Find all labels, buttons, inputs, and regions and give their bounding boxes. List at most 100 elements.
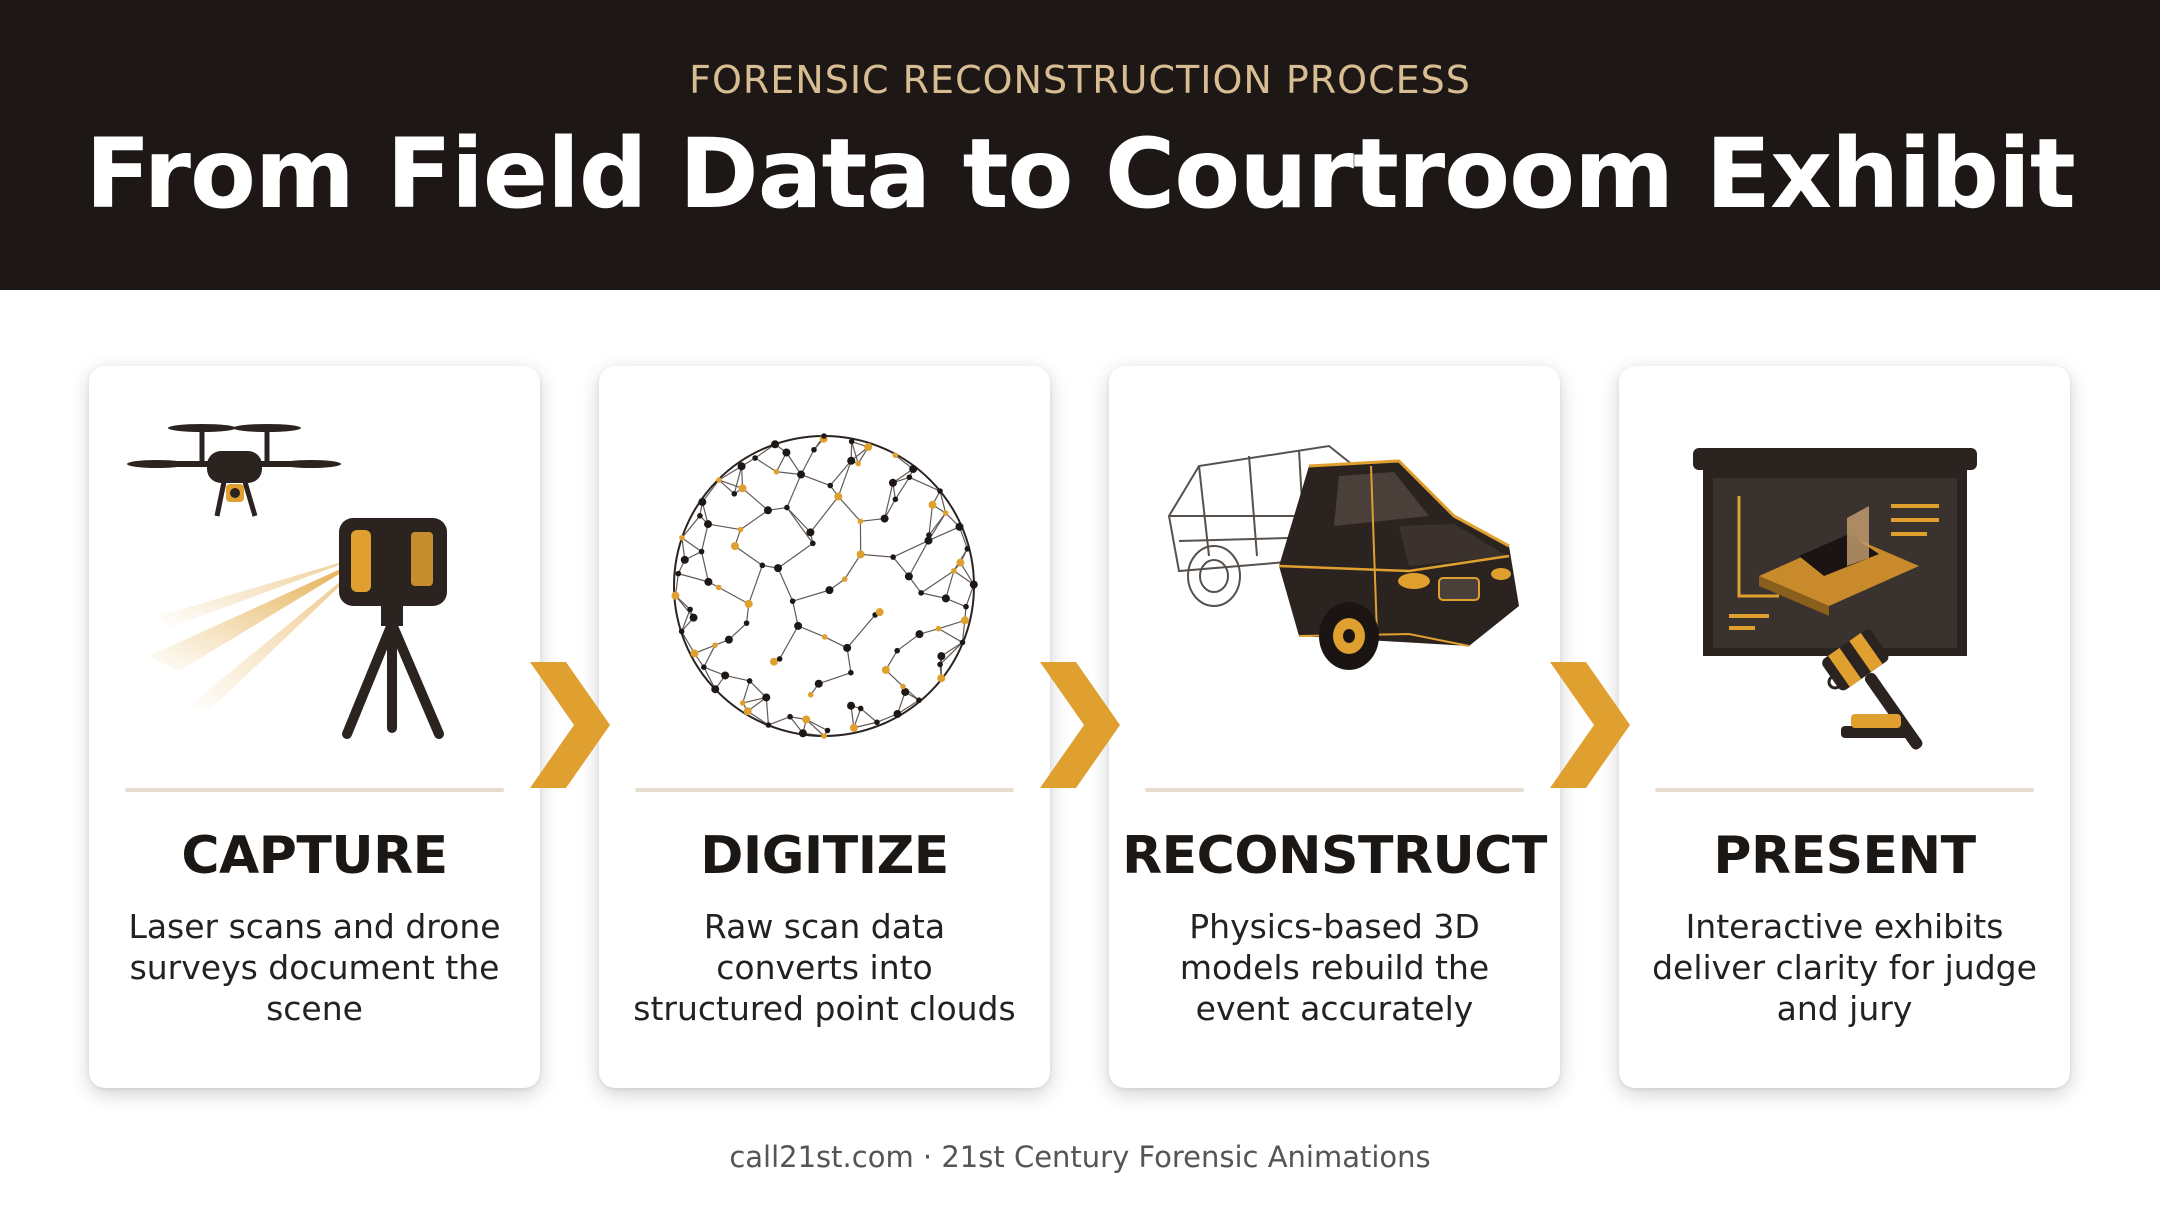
step-description: Interactive exhibits deliver clarity for… [1652, 907, 2037, 1028]
point-cloud-node [928, 500, 937, 509]
point-cloud-node [906, 474, 913, 481]
point-cloud-node [942, 510, 949, 516]
point-cloud-node [955, 522, 964, 531]
point-cloud-node [716, 477, 722, 483]
point-cloud-node [915, 630, 924, 639]
point-cloud-node [824, 727, 831, 734]
point-cloud-node [959, 639, 966, 646]
point-cloud-node [825, 586, 834, 595]
step-title: RECONSTRUCT [1122, 826, 1547, 886]
point-cloud-node [701, 664, 707, 670]
point-cloud-node [821, 733, 827, 739]
point-cloud-node [773, 468, 780, 475]
point-cloud-node [738, 484, 747, 493]
point-cloud-node [730, 542, 739, 551]
chevron-right-icon [1550, 662, 1630, 788]
card-divider [125, 788, 504, 792]
step-description: Raw scan data converts into structured p… [633, 907, 1016, 1028]
step-card-digitize: DIGITIZE Raw scan data converts into str… [599, 366, 1050, 1088]
point-cloud-node [926, 532, 932, 538]
point-cloud-node [698, 498, 707, 507]
point-cloud-node [857, 705, 864, 712]
step-title: PRESENT [1713, 826, 1976, 886]
point-cloud-node [900, 683, 906, 690]
point-cloud-node [847, 456, 856, 465]
point-cloud-node [675, 570, 682, 577]
point-cloud-node [969, 580, 978, 589]
point-cloud-node [834, 492, 843, 501]
point-cloud-node [787, 713, 793, 720]
point-cloud-sphere-icon [671, 433, 978, 739]
drone-and-laser-scanner-icon [127, 424, 447, 739]
point-cloud-node [743, 707, 752, 716]
chevron-right-icon [530, 662, 610, 788]
page-title: From Field Data to Courtroom Exhibit [85, 118, 2076, 230]
point-cloud-node [864, 443, 873, 452]
point-cloud-node [704, 577, 713, 586]
point-cloud-node [744, 599, 753, 608]
card-divider [1145, 788, 1524, 792]
header-eyebrow: FORENSIC RECONSTRUCTION PROCESS [689, 58, 1471, 102]
point-cloud-node [762, 693, 771, 702]
point-cloud-node [848, 669, 854, 676]
point-cloud-node [937, 652, 946, 661]
point-cloud-node [771, 440, 780, 449]
point-cloud-node [909, 465, 918, 474]
point-cloud-node [679, 535, 685, 541]
point-cloud-node [821, 634, 828, 640]
point-cloud-node [743, 620, 750, 626]
point-cloud-node [875, 608, 884, 617]
point-cloud-node [892, 452, 899, 459]
point-cloud-node [789, 598, 796, 604]
point-cloud-node [916, 697, 922, 704]
point-cloud-node [848, 438, 855, 445]
point-cloud-node [847, 701, 856, 710]
point-cloud-node [814, 679, 823, 688]
drone-icon [127, 424, 341, 517]
point-cloud-node [765, 722, 772, 728]
point-cloud-node [960, 616, 969, 625]
point-cloud-node [901, 687, 910, 696]
point-cloud-node [856, 550, 865, 559]
point-cloud-node [721, 671, 730, 680]
point-cloud-node [689, 613, 698, 622]
point-cloud-node [937, 661, 943, 668]
point-cloud-node [712, 642, 718, 648]
point-cloud-node [956, 558, 965, 567]
point-cloud-node [843, 643, 852, 652]
point-cloud-node [759, 562, 766, 569]
step-card-present: PRESENT Interactive exhibits deliver cla… [1619, 366, 2070, 1088]
step-card-capture: CAPTURE Laser scans and drone surveys do… [89, 366, 540, 1088]
point-cloud-node [737, 526, 744, 533]
point-cloud-node [857, 518, 864, 525]
point-cloud-node [821, 433, 827, 439]
point-cloud-node [782, 448, 791, 457]
point-cloud-node [739, 700, 746, 706]
chevron-right-icon [1040, 662, 1120, 788]
point-cloud-node [874, 719, 880, 726]
card-divider [1655, 788, 2034, 792]
point-cloud-node [704, 520, 713, 529]
laser-beam-icon [149, 554, 369, 711]
point-cloud-node [880, 514, 889, 523]
point-cloud-node [935, 625, 942, 632]
point-cloud-node [776, 656, 783, 662]
point-cloud-node [774, 564, 783, 573]
point-cloud-node [711, 685, 720, 694]
point-cloud-node [752, 455, 758, 461]
point-cloud-node [841, 576, 848, 582]
point-cloud-node [964, 546, 971, 552]
point-cloud-node [802, 715, 811, 724]
header-banner: FORENSIC RECONSTRUCTION PROCESS From Fie… [0, 0, 2160, 290]
point-cloud-node [888, 478, 897, 487]
point-cloud-node [698, 548, 705, 555]
point-cloud-node [724, 635, 733, 644]
point-cloud-node [918, 590, 924, 596]
point-cloud-node [671, 591, 680, 600]
footer-credit: call21st.com · 21st Century Forensic Ani… [729, 1140, 1431, 1174]
point-cloud-node [697, 513, 703, 519]
point-cloud-node [763, 506, 772, 515]
point-cloud-node [893, 709, 902, 718]
point-cloud-node [904, 572, 913, 581]
point-cloud-node [937, 674, 946, 683]
